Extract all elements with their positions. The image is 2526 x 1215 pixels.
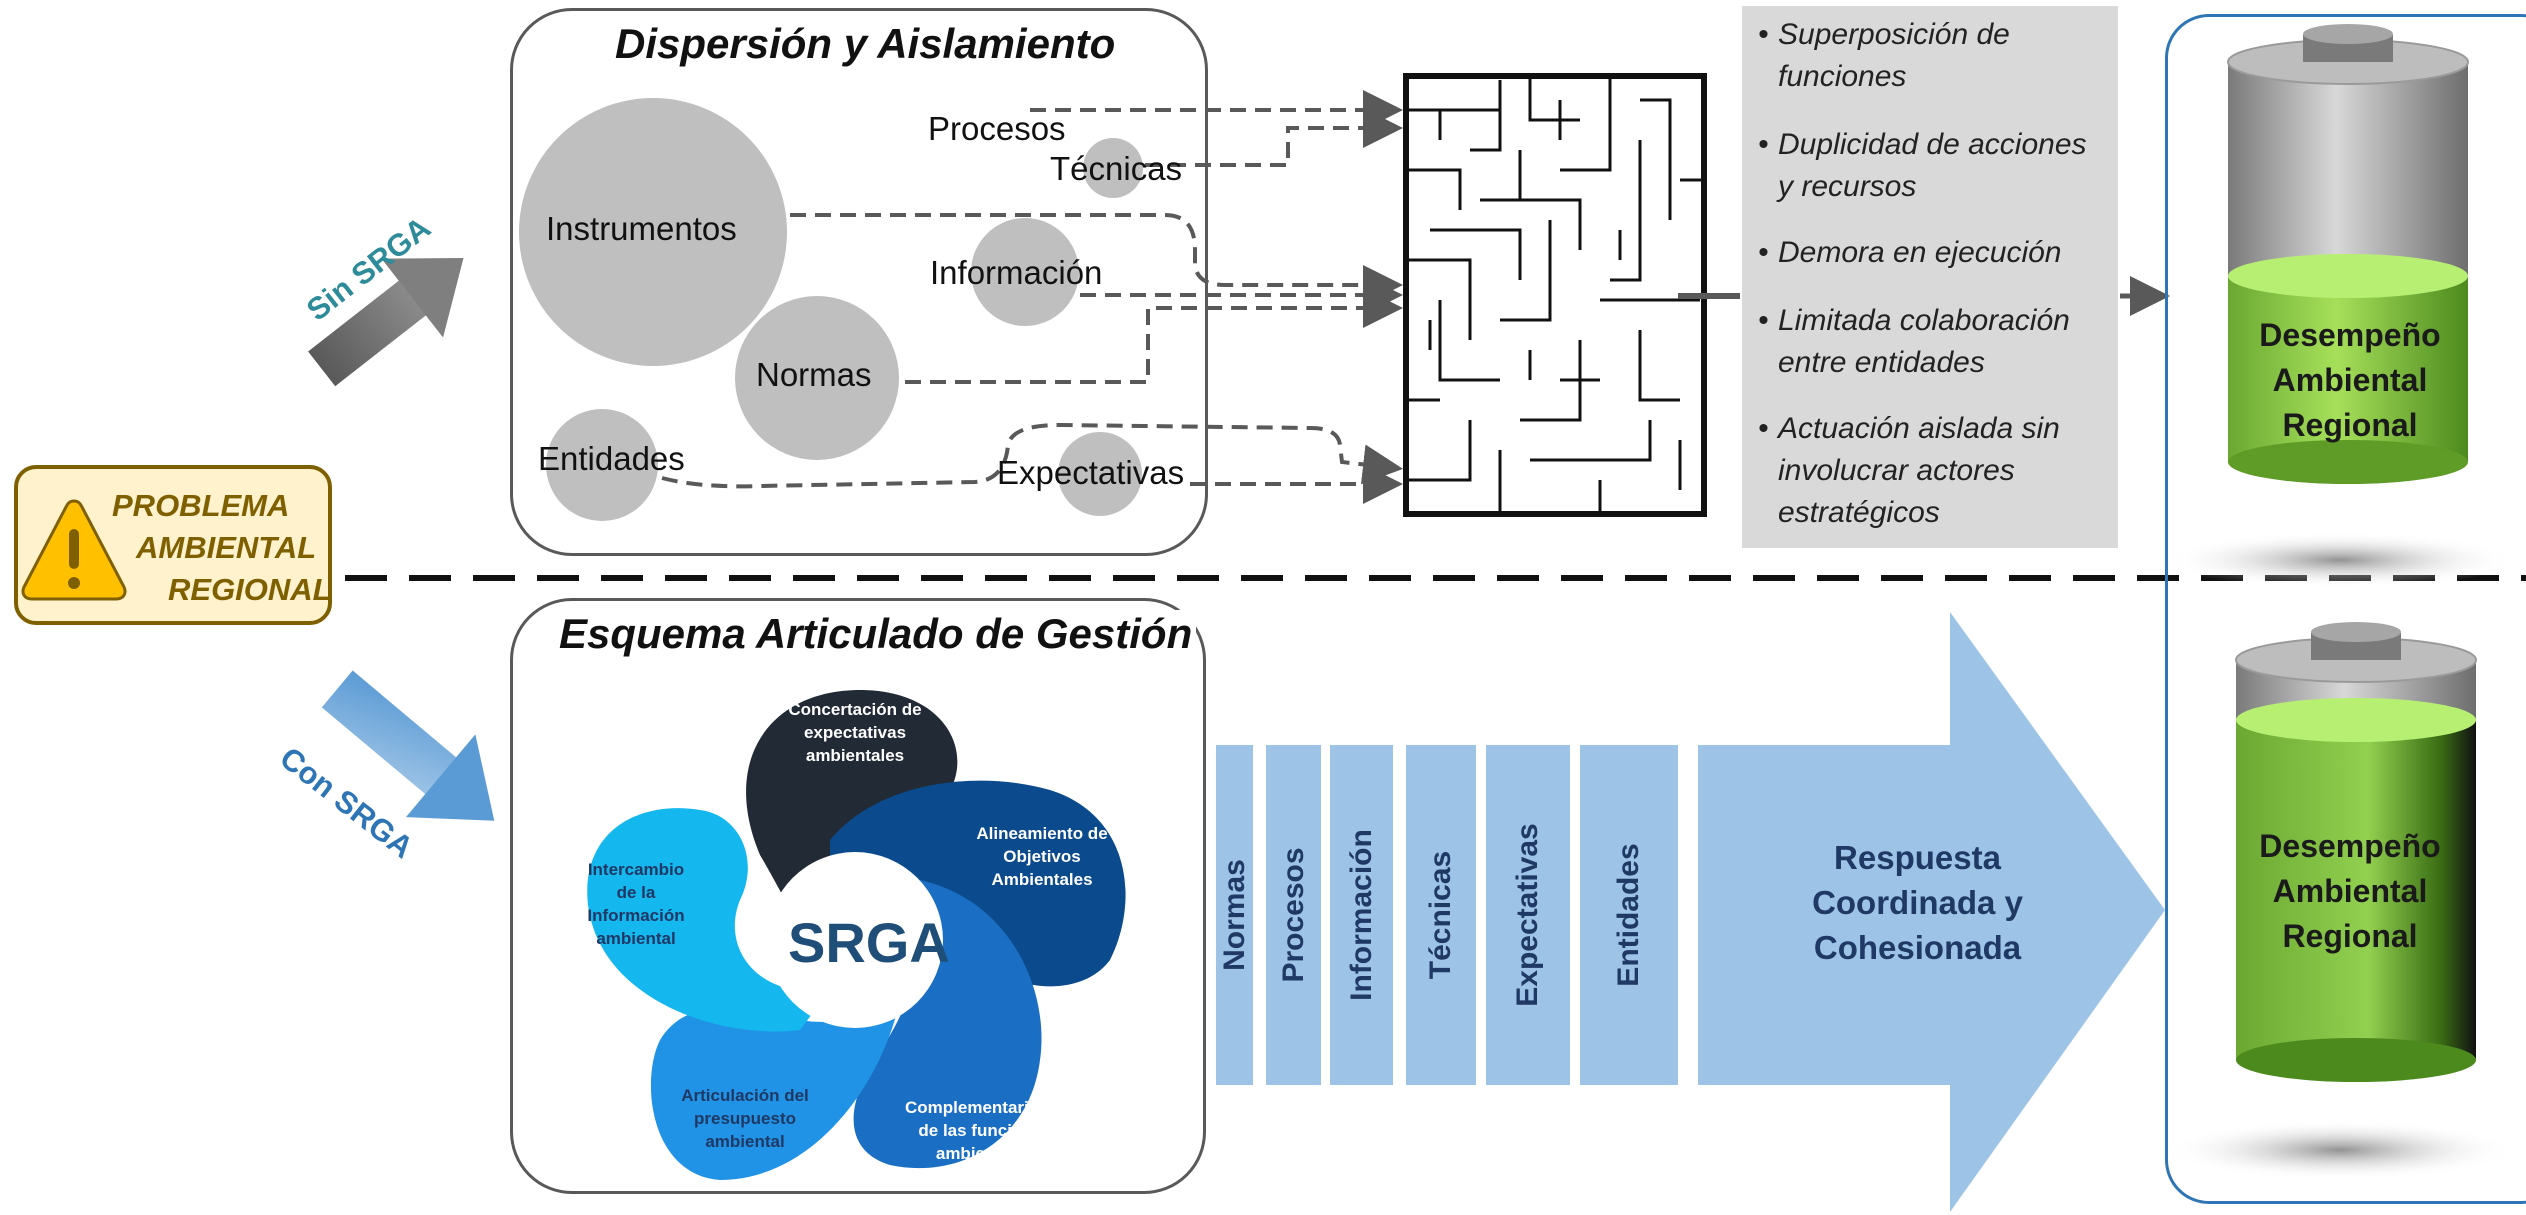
element-circles	[519, 98, 1143, 521]
petal-alineamiento	[830, 780, 1126, 987]
label-expectativas: Expectativas	[997, 454, 1185, 491]
circle-expectativas	[1058, 432, 1142, 516]
problem-line-2: AMBIENTAL	[136, 530, 317, 565]
dispersion-panel	[510, 8, 1208, 556]
performance-frame	[2165, 14, 2526, 1204]
petal-label-concertacion: Concertación de expectativas ambientales	[788, 700, 922, 765]
dispersion-title: Dispersión y Aislamiento	[615, 20, 1116, 67]
battery-top-label: Desempeño Ambiental Regional	[2240, 313, 2460, 448]
circle-tecnicas	[1083, 138, 1143, 198]
bar-tecnicas: Técnicas	[1406, 745, 1476, 1085]
problem-line-3: REGIONAL	[168, 572, 332, 607]
petal-label-alineamiento: Alineamiento de Objetivos Ambientales	[976, 824, 1108, 889]
bar-label: Información	[1344, 829, 1378, 1001]
label-instrumentos: Instrumentos	[546, 210, 737, 247]
battery-bottom-fill	[2236, 720, 2476, 1060]
effect-item: •Limitada colaboración entre entidades	[1758, 304, 2070, 379]
petal-label-articulacion: Articulación del presupuesto ambiental	[681, 1086, 809, 1151]
bar-entidades: Entidades	[1580, 745, 1678, 1085]
battery-bottom-label: Desempeño Ambiental Regional	[2240, 824, 2460, 959]
circle-informacion	[971, 218, 1079, 326]
circle-normas	[735, 296, 899, 460]
circle-entidades	[546, 409, 658, 521]
battery-bottom-label-line: Ambiental	[2272, 873, 2428, 909]
circle-instrumentos	[519, 98, 787, 366]
effect-item: •Duplicidad de acciones y recursos	[1758, 128, 2087, 203]
label-procesos: Procesos	[928, 110, 1066, 147]
effect-item: •Superposición de funciones	[1758, 18, 2010, 93]
petal-complementariedad	[853, 880, 1042, 1169]
response-arrow	[1698, 612, 2165, 1212]
effects-box	[1742, 6, 2118, 548]
srga-flower	[587, 690, 1126, 1180]
petal-label-intercambio: Intercambio de la Información ambiental	[587, 860, 685, 948]
label-normas: Normas	[756, 356, 872, 393]
bar-label: Procesos	[1276, 847, 1310, 983]
effect-item: •Actuación aislada sin involucrar actore…	[1758, 412, 2060, 529]
srga-center-label: SRGA	[788, 911, 950, 974]
bar-label: Normas	[1217, 859, 1251, 971]
esquema-panel	[510, 598, 1206, 1194]
effect-item: •Demora en ejecución	[1758, 236, 2062, 269]
warning-icon	[21, 499, 127, 601]
maze-icon	[1403, 73, 1707, 517]
bar-procesos: Procesos	[1266, 745, 1321, 1085]
problem-line-1: PROBLEMA	[112, 488, 290, 523]
label-tecnicas: Técnicas	[1050, 150, 1183, 187]
battery-bottom-label-line: Desempeño	[2259, 828, 2441, 864]
response-arrow-text: Respuesta Coordinada y Cohesionada	[1812, 839, 2023, 966]
battery-top-label-line: Regional	[2282, 407, 2418, 443]
bar-normas: Normas	[1216, 745, 1253, 1085]
bar-label: Técnicas	[1424, 850, 1457, 980]
bar-label: Expectativas	[1511, 823, 1544, 1007]
petal-intercambio	[587, 808, 830, 1032]
bar-label: Entidades	[1612, 843, 1645, 987]
petal-articulacion	[650, 950, 900, 1180]
esquema-title: Esquema Articulado de Gestión	[555, 610, 1197, 658]
battery-top-fill	[2228, 276, 2468, 462]
label-informacion: Información	[930, 254, 1103, 291]
petal-label-complementariedad: Complementariedad de las funciones ambie…	[905, 1098, 1069, 1163]
label-entidades: Entidades	[538, 440, 685, 477]
dashed-connectors	[661, 90, 1403, 504]
battery-bottom	[2165, 622, 2515, 1180]
bar-expectativas: Expectativas	[1486, 745, 1570, 1085]
battery-top	[2165, 24, 2515, 588]
sin-srga-arrow	[308, 258, 464, 387]
battery-top-label-line: Ambiental	[2272, 362, 2428, 398]
battery-bottom-label-line: Regional	[2282, 918, 2418, 954]
bar-informacion: Información	[1330, 745, 1393, 1085]
battery-top-label-line: Desempeño	[2259, 317, 2441, 353]
con-srga-arrow	[321, 670, 495, 821]
